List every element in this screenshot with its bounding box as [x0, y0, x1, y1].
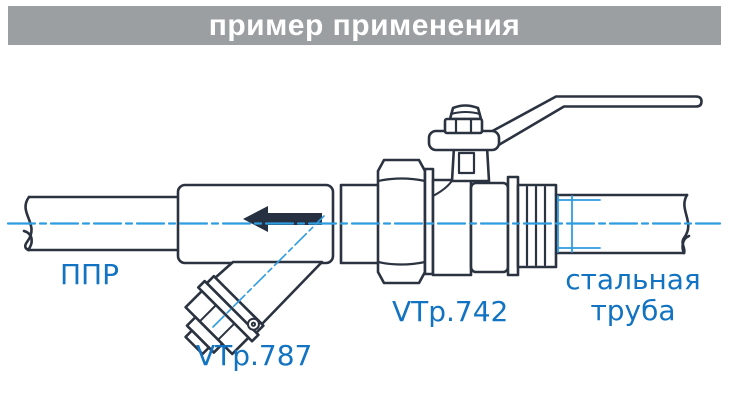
- drain-plug-icon: [246, 317, 260, 331]
- steel-pipe: [554, 193, 691, 255]
- label-steel-pipe-line2: труба: [590, 294, 676, 327]
- union-nut: [376, 158, 427, 285]
- label-steel-pipe-line1: стальная: [565, 263, 701, 296]
- ball-valve: [376, 95, 703, 285]
- label-valve-model: VTp.742: [392, 295, 509, 328]
- ppr-pipe: [22, 195, 180, 252]
- valve-handle: [485, 95, 703, 148]
- label-strainer-model: VTp.787: [196, 339, 313, 372]
- header-banner: пример применения: [8, 6, 721, 45]
- branch-centerline: [212, 215, 325, 328]
- label-steel-pipe: стальная труба: [553, 264, 713, 326]
- pipe-break-icon: [23, 195, 33, 252]
- flow-arrow-icon: [243, 206, 322, 232]
- label-ppr-pipe: ППР: [60, 258, 119, 291]
